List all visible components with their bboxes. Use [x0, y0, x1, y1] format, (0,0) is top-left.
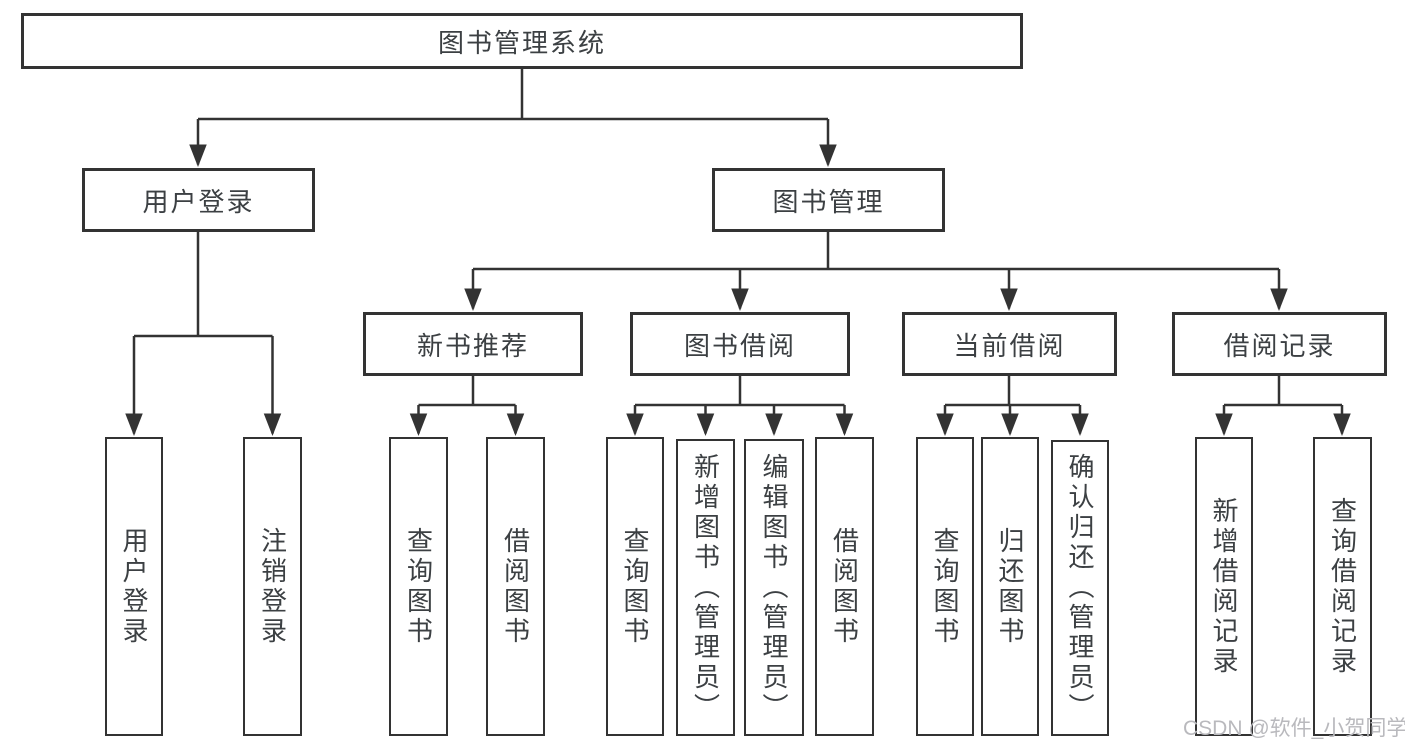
node-book-borrow-label: 图书借阅 [683, 330, 796, 361]
leaf-borrow-book: 借阅图书 [815, 437, 874, 736]
leaf-query-book-borrow-label: 查询图书 [620, 526, 650, 647]
leaf-edit-book-admin: 编辑图书（管理员） [744, 439, 804, 736]
node-current-borrow: 当前借阅 [902, 312, 1117, 376]
leaf-logout-label: 注销登录 [257, 526, 288, 647]
leaf-query-book-recommend-label: 查询图书 [403, 526, 434, 647]
leaf-user-login-label: 用户登录 [119, 526, 149, 647]
leaf-query-borrow-record-label: 查询借阅记录 [1327, 496, 1358, 677]
leaf-borrow-book-label: 借阅图书 [829, 526, 860, 647]
node-book-management-label: 图书管理 [772, 186, 885, 217]
node-current-borrow-label: 当前借阅 [953, 330, 1066, 361]
leaf-return-book: 归还图书 [981, 437, 1039, 736]
node-root-label: 图书管理系统 [437, 27, 606, 58]
node-new-book-recommend-label: 新书推荐 [416, 330, 529, 361]
leaf-query-book-current: 查询图书 [916, 437, 974, 736]
leaf-add-book-admin-label: 新增图书（管理员） [690, 452, 721, 723]
node-user-login-label: 用户登录 [142, 186, 255, 217]
leaf-add-book-admin: 新增图书（管理员） [676, 439, 735, 736]
node-new-book-recommend: 新书推荐 [363, 312, 583, 376]
leaf-query-book-borrow: 查询图书 [606, 437, 664, 736]
leaf-add-borrow-record: 新增借阅记录 [1195, 437, 1253, 736]
node-book-borrow: 图书借阅 [630, 312, 850, 376]
node-book-management: 图书管理 [712, 168, 945, 232]
leaf-add-borrow-record-label: 新增借阅记录 [1209, 496, 1239, 677]
leaf-confirm-return-admin: 确认归还（管理员） [1051, 440, 1109, 736]
leaf-borrow-book-recommend: 借阅图书 [486, 437, 545, 736]
node-root: 图书管理系统 [21, 13, 1023, 69]
leaf-query-book-current-label: 查询图书 [930, 526, 960, 647]
leaf-query-book-recommend: 查询图书 [389, 437, 448, 736]
leaf-borrow-book-recommend-label: 借阅图书 [500, 526, 531, 647]
node-user-login: 用户登录 [82, 168, 315, 232]
leaf-edit-book-admin-label: 编辑图书（管理员） [759, 452, 789, 723]
node-borrow-record: 借阅记录 [1172, 312, 1387, 376]
leaf-logout: 注销登录 [243, 437, 302, 736]
leaf-confirm-return-admin-label: 确认归还（管理员） [1065, 453, 1095, 723]
leaf-query-borrow-record: 查询借阅记录 [1313, 437, 1372, 736]
csdn-watermark: CSDN @软件_小贺同学 [1183, 717, 1405, 740]
leaf-user-login: 用户登录 [105, 437, 163, 736]
leaf-return-book-label: 归还图书 [995, 526, 1025, 647]
node-borrow-record-label: 借阅记录 [1223, 330, 1336, 361]
